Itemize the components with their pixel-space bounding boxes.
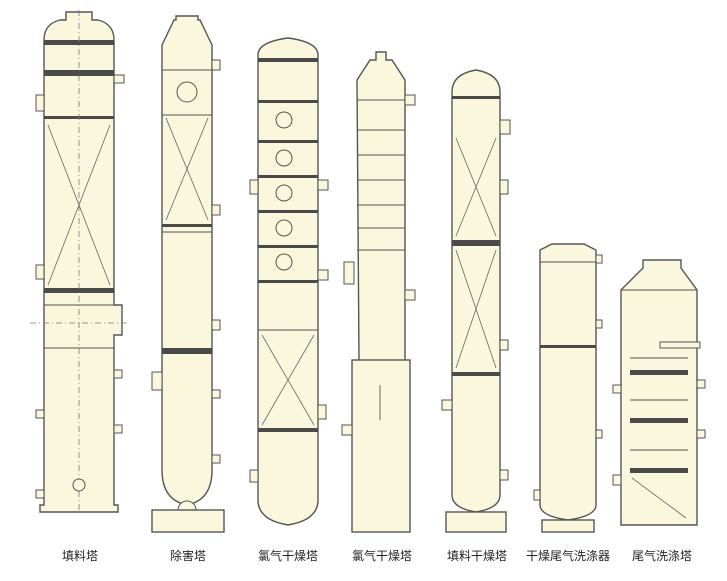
side-nozzle	[211, 319, 221, 331]
side-nozzle	[612, 474, 622, 486]
packing-layer	[630, 370, 688, 375]
side-nozzle	[35, 409, 45, 419]
sight-glass	[275, 111, 293, 129]
side-nozzle	[595, 254, 603, 264]
tower-packed-drying	[441, 69, 511, 533]
tower-harmful-removal	[151, 15, 225, 533]
side-nozzle	[211, 454, 221, 464]
side-nozzle	[341, 424, 353, 436]
tray	[258, 100, 318, 103]
tower-label-packed-drying: 填料干燥塔	[447, 549, 507, 563]
tower-chlorine-drying-a	[249, 37, 329, 526]
support-grid	[258, 428, 318, 432]
side-nozzle	[317, 269, 329, 281]
tower-label-chlorine-drying-a: 氯气干燥塔	[258, 548, 318, 563]
sight-glass	[275, 253, 293, 271]
side-nozzle	[317, 404, 327, 420]
side-nozzle	[404, 289, 416, 301]
side-nozzle	[696, 429, 706, 439]
side-nozzle	[404, 94, 416, 106]
side-nozzle	[249, 179, 259, 195]
sight-glass	[275, 219, 293, 237]
tower-packed	[30, 10, 130, 513]
side-nozzle	[35, 489, 45, 499]
tower-label-chlorine-drying-b: 氯气干燥塔	[352, 548, 412, 563]
distributor-plate	[44, 40, 114, 45]
side-nozzle	[35, 94, 45, 112]
tower-label-packed: 填料塔	[62, 549, 98, 563]
tower-label-tail-gas-scrubbing: 尾气洗涤塔	[632, 548, 692, 563]
inlet-nozzle	[151, 371, 163, 391]
packing-layer	[630, 418, 688, 423]
side-nozzle	[696, 379, 706, 389]
side-nozzle	[595, 319, 603, 329]
inlet-nozzle	[343, 261, 355, 285]
tower-chlorine-drying-b	[341, 51, 416, 533]
manhole	[72, 478, 86, 492]
side-nozzle	[113, 74, 125, 84]
sight-glass	[275, 149, 293, 167]
side-nozzle	[113, 369, 123, 379]
side-nozzle	[211, 389, 221, 399]
side-nozzle	[595, 429, 603, 439]
tray	[258, 175, 318, 178]
support-grid	[540, 345, 596, 348]
support-skirt	[151, 509, 225, 533]
tray	[258, 245, 318, 248]
packing-layer	[162, 348, 212, 354]
support-skirt	[351, 359, 411, 533]
support-grid	[162, 224, 212, 227]
side-nozzle	[317, 179, 329, 191]
top-plate	[258, 58, 318, 62]
packing-layer	[44, 70, 114, 76]
side-nozzle	[441, 399, 453, 411]
tray	[258, 140, 318, 143]
side-nozzle	[211, 204, 221, 216]
inlet-pipe	[659, 341, 701, 349]
manhole	[176, 81, 198, 103]
side-nozzle	[249, 469, 259, 483]
sight-glass	[275, 184, 293, 202]
side-nozzle	[113, 424, 123, 434]
side-nozzle	[35, 264, 45, 280]
side-nozzle	[499, 469, 509, 481]
tower-label-dry-tail-gas-scrubber: 干燥尾气洗涤器	[526, 548, 610, 563]
side-nozzle	[612, 384, 622, 394]
side-nozzle	[499, 119, 511, 135]
packing-layer	[630, 468, 688, 473]
tower-dry-tail-gas-scrubber	[533, 243, 603, 533]
support-grid	[452, 372, 500, 376]
tower-tail-gas-scrubbing	[612, 259, 706, 526]
side-nozzle	[533, 489, 541, 501]
support-skirt	[541, 519, 595, 533]
support-skirt	[445, 511, 507, 533]
packing-layer	[452, 240, 500, 246]
top-plate	[452, 96, 500, 99]
side-nozzle	[499, 179, 509, 195]
tray	[258, 210, 318, 213]
tower-label-harmful-removal: 除害塔	[170, 548, 206, 563]
tray	[258, 280, 318, 283]
side-nozzle	[211, 59, 221, 71]
side-nozzle	[499, 339, 509, 351]
packing-layer	[44, 288, 114, 293]
